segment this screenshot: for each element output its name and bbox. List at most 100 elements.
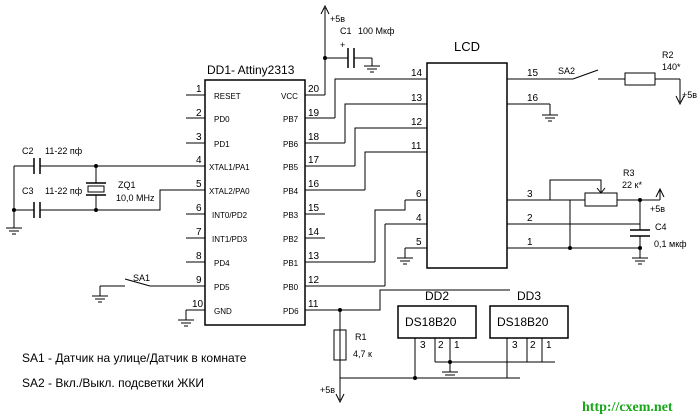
dd1-pin-num: 8 (196, 251, 202, 262)
contrast-circuit: R3 22 к* +5в C4 0,1 мкф (549, 168, 687, 265)
dd1-pin-label: PB3 (283, 211, 299, 220)
dd2-pin: 3 (420, 340, 426, 351)
supply-label-top: +5в (330, 14, 345, 24)
site-watermark: http://cxem.net (582, 400, 673, 415)
dd2-body (397, 305, 477, 339)
c2-ref: C2 (22, 146, 34, 156)
c1-value: 100 Мкф (358, 26, 395, 36)
junction-dot (568, 246, 572, 250)
sa1-switch (124, 278, 151, 287)
onewire-bus: +5в R1 4,7 к DD2 DS18B20 3 2 1 DD3 DS18B… (320, 289, 569, 404)
junction-dot (413, 376, 417, 380)
dd1-gnd (178, 310, 194, 327)
lcd-body (426, 62, 508, 269)
c4-value: 0,1 мкф (654, 239, 687, 249)
lcd-title: LCD (454, 39, 480, 54)
dd1-chip: DD1- Attiny2313 1 (186, 63, 385, 326)
dd1-pin-label: PD1 (214, 140, 230, 149)
dd1-pin-num: 14 (308, 227, 320, 238)
supply-label-r2: +5в (682, 90, 697, 100)
dd1-pin-label: PD5 (214, 283, 230, 292)
dd3-part: DS18B20 (497, 315, 549, 329)
dd1-pin-label: RESET (214, 92, 241, 101)
dd1-pin-num: 15 (308, 203, 320, 214)
dd1-pin-num: 10 (192, 299, 204, 310)
supply-arrow-r2 (675, 95, 685, 106)
dd1-pin-label: PB4 (283, 187, 299, 196)
c3-ref: C3 (22, 186, 34, 196)
dd1-title: DD1- Attiny2313 (207, 63, 295, 77)
dd1-left-leads (186, 94, 205, 311)
dd1-pin-label: PB7 (283, 115, 299, 124)
dd1-pin-num: 20 (308, 84, 320, 95)
dd3-pin: 2 (530, 340, 536, 351)
c1-plus: + (340, 40, 345, 50)
zq1-ref: ZQ1 (118, 180, 136, 190)
dd1-pin-num: 9 (196, 275, 202, 286)
dd1-pin-label: PB2 (283, 235, 299, 244)
lcd-left-leads (385, 78, 427, 249)
lcd-pin-num: 11 (411, 141, 422, 152)
r2-body (624, 72, 656, 86)
supply-arrow-top (320, 4, 330, 15)
r3-value: 22 к* (622, 180, 642, 190)
r3-ref: R3 (623, 168, 635, 178)
sa2-ref: SA2 (558, 66, 575, 76)
lcd-pin-num: 15 (527, 68, 539, 79)
dd2-pin: 2 (438, 340, 444, 351)
lcd-pin-num: 12 (411, 117, 423, 128)
backlight-circuit: SA2 +5в R2 140* (550, 50, 697, 106)
dd1-pin-num: 16 (308, 179, 320, 190)
dd2-pin: 1 (454, 340, 460, 351)
dd1-pin-num: 19 (308, 108, 320, 119)
dd1-pin-label: XTAL2/PA0 (209, 187, 250, 196)
lcd-pin-num: 5 (416, 237, 422, 248)
dd1-pin-label: PD6 (283, 307, 299, 316)
lcd-pin-num: 2 (527, 213, 533, 224)
c4-ref: C4 (655, 222, 667, 232)
dd1-pin-num: 4 (196, 155, 202, 166)
dd1-pin-label: PB1 (283, 259, 299, 268)
dd3-title: DD3 (517, 289, 541, 303)
oscillator-circuit: C2 11-22 пф C3 11-22 пф ZQ1 10,0 MHz (6, 146, 186, 235)
dd1-pin-label: PB0 (283, 283, 299, 292)
dd1-pin-num: 17 (308, 155, 320, 166)
dd1-pin-label: INT0/PD2 (212, 211, 248, 220)
dd1-pin-num: 18 (308, 132, 320, 143)
lcd-pin-num: 1 (527, 237, 533, 248)
lcd-pin-num: 6 (416, 189, 422, 200)
dd1-pin-num: 1 (196, 84, 202, 95)
sa1-ref: SA1 (133, 273, 150, 283)
dd1-right-leads (305, 94, 385, 311)
dd3-pin: 1 (546, 340, 552, 351)
dd2-title: DD2 (425, 289, 449, 303)
dd1-body (204, 79, 306, 326)
lcd-pin-num: 16 (527, 93, 539, 104)
zq1-value: 10,0 MHz (116, 193, 155, 203)
r2-ref: R2 (662, 50, 674, 60)
r3-body (584, 192, 618, 207)
lcd-pin-num: 14 (411, 68, 423, 79)
supply-arrow-r1 (335, 393, 345, 404)
lcd-module: LCD 14 13 12 11 6 4 5 15 16 3 2 1 (385, 39, 640, 269)
sa2-switch (572, 69, 599, 80)
dd1-pin-num: 6 (196, 203, 202, 214)
dd1-pin-label: GND (214, 307, 232, 316)
zq1-crystal (87, 185, 105, 193)
junction-dot (638, 246, 642, 250)
dd1-pin-label: PD0 (214, 115, 230, 124)
dd1-pin-num: 13 (308, 251, 320, 262)
dd1-pin-num: 5 (196, 179, 202, 190)
dd1-pin-num: 12 (308, 275, 320, 286)
c3-value: 11-22 пф (45, 186, 83, 196)
lcd-pin16-ground (542, 104, 558, 122)
lcd-right-leads (507, 78, 640, 249)
vcc-c1-group: +5в C1 100 Мкф + (320, 4, 395, 95)
dd2-part: DS18B20 (405, 315, 457, 329)
dd1-pin-label: PD4 (214, 259, 230, 268)
supply-label-r1: +5в (320, 385, 335, 395)
lcd-pin-num: 13 (411, 93, 423, 104)
c2-value: 11-22 пф (45, 146, 83, 156)
dd1-pin-label: VCC (281, 92, 298, 101)
